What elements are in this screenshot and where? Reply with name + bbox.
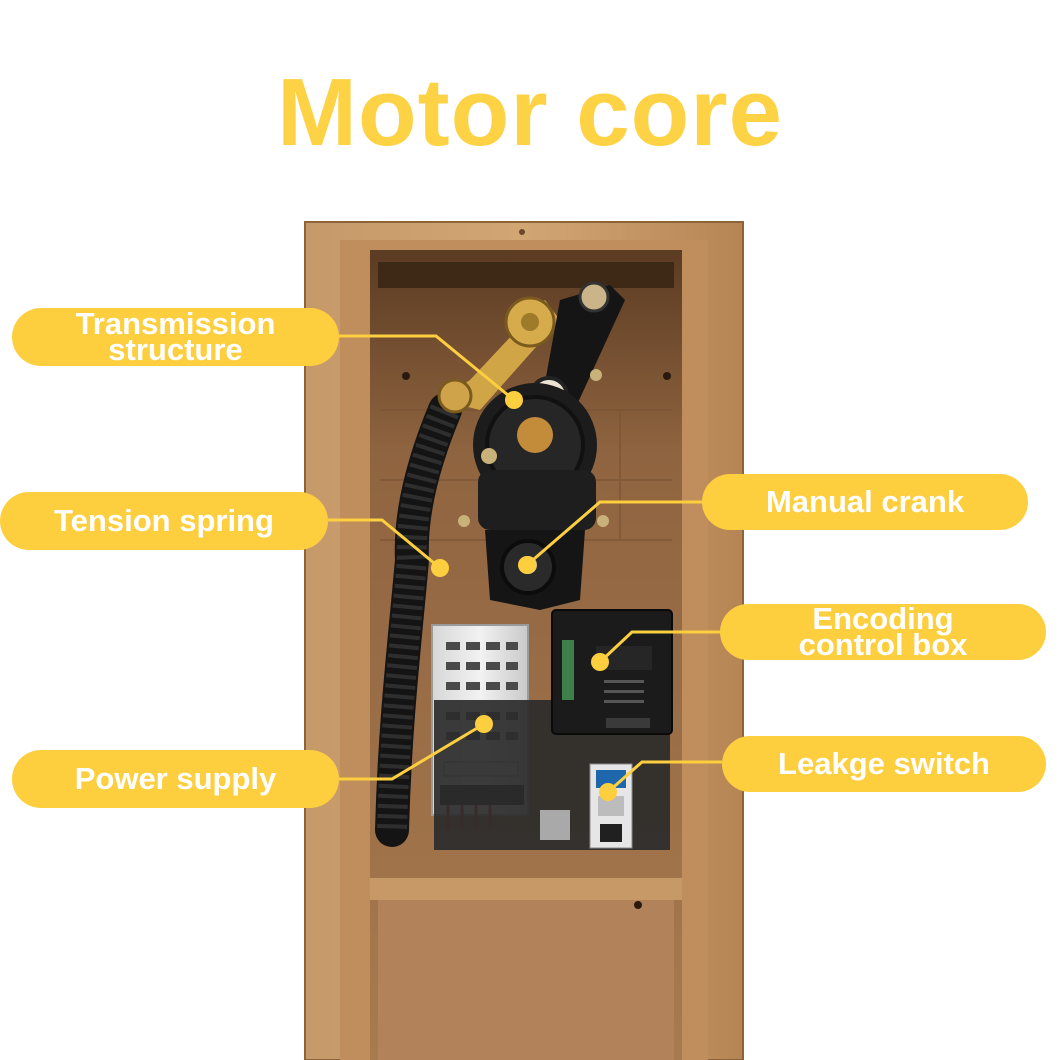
label-transmission-line1: Transmission (75, 306, 276, 341)
motor-housing (485, 530, 585, 610)
page-title: Motor core (276, 59, 784, 166)
lower-compartment (378, 900, 674, 1060)
lower-shelf (370, 878, 682, 900)
label-tension-spring: Tension spring (0, 492, 328, 550)
leakage-switch-device (589, 763, 633, 849)
label-encoding-line1: Encoding (812, 601, 954, 636)
label-transmission-line2: structure (108, 332, 243, 367)
label-manual-crank: Manual crank (702, 474, 1028, 530)
label-encoding-line2: control box (798, 627, 968, 662)
label-encoding-control-box: Encoding control box (720, 601, 1046, 662)
label-power-supply: Power supply (12, 750, 339, 808)
cabinet-interior-top (378, 262, 674, 288)
label-leakage-switch: Leakge switch (722, 736, 1046, 792)
label-transmission-structure: Transmission structure (12, 308, 339, 366)
encoding-control-box (551, 609, 673, 735)
